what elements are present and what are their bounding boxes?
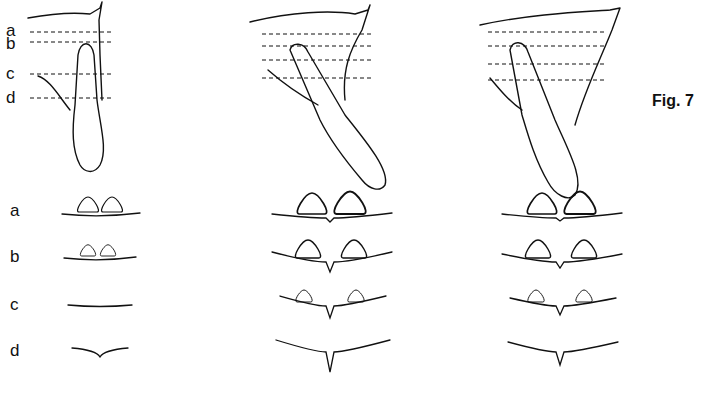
cross-sections <box>62 192 622 373</box>
section-letter: c <box>6 65 15 82</box>
row-letter: c <box>10 296 19 313</box>
bone-outline <box>28 2 102 100</box>
lingual-bone <box>268 70 318 105</box>
tooth-outline <box>73 44 103 172</box>
row-letter: b <box>10 248 19 265</box>
bone-outline <box>250 5 370 100</box>
figure-number: Fig. 7 <box>652 93 694 109</box>
tooth-outline <box>510 43 578 198</box>
section-letter: b <box>6 35 15 52</box>
lingual-bone <box>490 78 522 110</box>
section-lines <box>30 32 605 98</box>
row-letter: a <box>10 202 19 219</box>
section-letter: d <box>6 89 15 106</box>
tooth-outline <box>290 44 386 189</box>
row-letter: d <box>10 342 19 359</box>
lingual-bone <box>38 76 70 110</box>
